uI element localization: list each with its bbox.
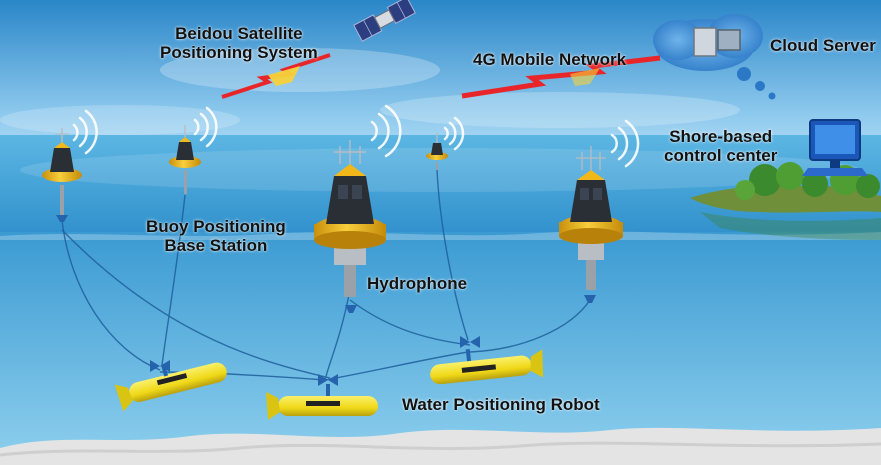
- wifi-signal-icon: [443, 116, 465, 151]
- mobile-network-label: 4G Mobile Network: [473, 50, 627, 69]
- buoy-station-label-line-1: Buoy Positioning: [146, 217, 286, 236]
- robot-icon: [430, 336, 544, 385]
- buoy-icon: [42, 128, 82, 215]
- beidou-label-line-1: Beidou Satellite: [175, 24, 303, 43]
- wifi-signal-icon: [610, 119, 640, 168]
- island-icon: [690, 162, 881, 240]
- shore-control-label: Shore-based control center: [664, 127, 777, 165]
- beidou-label-line-2: Positioning System: [160, 43, 318, 62]
- buoy-icon: [426, 133, 448, 170]
- lightning-link-icon: [461, 55, 661, 99]
- buoy-icon: [314, 140, 386, 297]
- wifi-signal-icon: [370, 104, 402, 158]
- satellite-icon: [353, 0, 416, 42]
- shore-control-label-line-1: Shore-based: [669, 127, 773, 146]
- buoy-station-label-line-2: Base Station: [164, 236, 268, 255]
- wifi-signal-icon: [193, 106, 218, 148]
- buoy-icon: [169, 125, 201, 194]
- cloud-icon: [653, 14, 776, 100]
- buoy-station-label: Buoy Positioning Base Station: [146, 217, 286, 255]
- hydrophone-label: Hydrophone: [367, 274, 468, 293]
- shore-control-label-line-2: control center: [664, 146, 778, 165]
- lightning-link-icon: [221, 53, 331, 99]
- robot-icon: [114, 360, 227, 412]
- buoy-icon: [559, 146, 623, 290]
- wifi-signal-icon: [72, 109, 98, 155]
- hydrophone-icon: [56, 215, 596, 313]
- robot-icon: [266, 374, 378, 420]
- water-robot-label: Water Positioning Robot: [402, 395, 600, 414]
- beidou-label: Beidou Satellite Positioning System: [160, 24, 318, 62]
- cloud-server-label: Cloud Server: [770, 36, 876, 55]
- computer-monitor-icon: [802, 119, 868, 176]
